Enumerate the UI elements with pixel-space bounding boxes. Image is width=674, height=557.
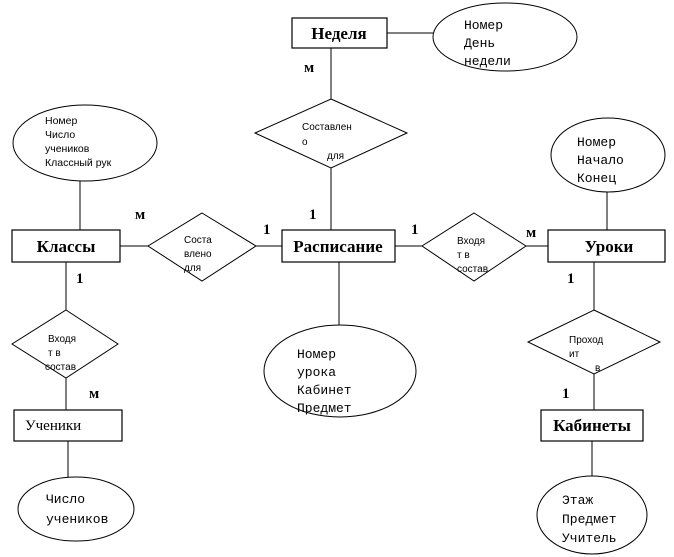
attr-classes-4: Классный рук: [45, 157, 112, 169]
card-lessons-bottom: 1: [567, 271, 575, 287]
entity-students: [13, 409, 123, 442]
entity-schedule: [281, 229, 396, 263]
attr-week-1: Номер: [464, 18, 503, 33]
attr-week: [432, 2, 578, 72]
rel-included-in-schedule-1: Входя: [457, 236, 485, 247]
attr-week-3: недели: [464, 54, 511, 69]
attr-classes-1: Номер: [45, 115, 77, 127]
card-rooms-top: 1: [562, 386, 570, 402]
card-students-top: м: [89, 386, 99, 402]
attr-schedule: [263, 324, 417, 418]
rel-compiled-for-week-3: для: [327, 151, 344, 162]
entity-rooms: [540, 409, 644, 442]
attr-lessons-2: Начало: [577, 153, 624, 168]
entity-lessons: [547, 229, 666, 263]
entity-lessons-label: Уроки: [585, 237, 634, 256]
rel-included-in-schedule: [421, 212, 527, 282]
entity-schedule-label: Расписание: [293, 237, 383, 256]
entity-week: [291, 17, 388, 49]
rel-included-in-schedule-2: т в: [457, 250, 470, 261]
rel-included-in-class-2: т в: [48, 348, 61, 359]
attr-lessons-3: Конец: [577, 171, 616, 186]
rel-held-in-1: Проход: [569, 335, 603, 346]
attr-rooms-2: Предмет: [562, 512, 617, 527]
attr-lessons: [550, 117, 666, 193]
rel-included-in-schedule-3: состав: [457, 264, 488, 275]
card-week-side: м: [304, 60, 314, 76]
entity-classes-label: Классы: [37, 237, 96, 256]
rel-compiled-for-class-2: влено: [184, 249, 212, 260]
attr-schedule-4: Предмет: [297, 401, 352, 416]
rel-held-in-3: в: [595, 363, 600, 374]
attr-students-2: учеников: [46, 512, 108, 527]
rel-held-in: [526, 309, 662, 375]
attr-classes-3: учеников: [45, 143, 90, 155]
card-schedule-top: 1: [309, 207, 317, 223]
entity-week-label: Неделя: [311, 24, 366, 43]
attr-students: [17, 476, 135, 542]
rel-included-in-class-3: состав: [45, 362, 76, 373]
connector-lines: [65, 32, 608, 478]
rel-included-in-class-1: Входя: [48, 334, 76, 345]
rel-compiled-for-class-1: Соста: [184, 235, 212, 246]
rel-compiled-for-week-1: Составлен: [302, 122, 352, 133]
entity-rooms-label: Кабинеты: [553, 416, 631, 435]
rel-included-in-class: [11, 309, 119, 379]
entity-students-label: Ученики: [25, 418, 81, 434]
attr-schedule-2: урока: [297, 365, 336, 380]
attr-week-2: День: [464, 36, 495, 51]
attr-schedule-1: Номер: [297, 347, 336, 362]
card-schedule-right: 1: [411, 222, 419, 238]
card-classes-right: м: [135, 207, 145, 223]
attr-rooms: [536, 475, 648, 555]
rel-compiled-for-class-3: для: [184, 263, 201, 274]
entity-classes: [11, 229, 121, 263]
attr-students-1: Число: [46, 492, 85, 507]
card-lessons-left: м: [526, 225, 536, 241]
attr-classes-2: Число: [45, 129, 75, 141]
attr-schedule-3: Кабинет: [297, 383, 352, 398]
rel-compiled-for-week-2: о: [302, 137, 308, 148]
attr-classes: [12, 104, 158, 182]
rel-compiled-for-week: [253, 98, 409, 169]
rel-held-in-2: ит: [569, 349, 580, 360]
rel-compiled-for-class: [147, 212, 257, 282]
attr-lessons-1: Номер: [577, 135, 616, 150]
attr-rooms-1: Этаж: [562, 493, 593, 508]
card-schedule-left: 1: [263, 222, 271, 238]
attr-rooms-3: Учитель: [562, 531, 617, 546]
card-classes-bottom: 1: [76, 271, 84, 287]
